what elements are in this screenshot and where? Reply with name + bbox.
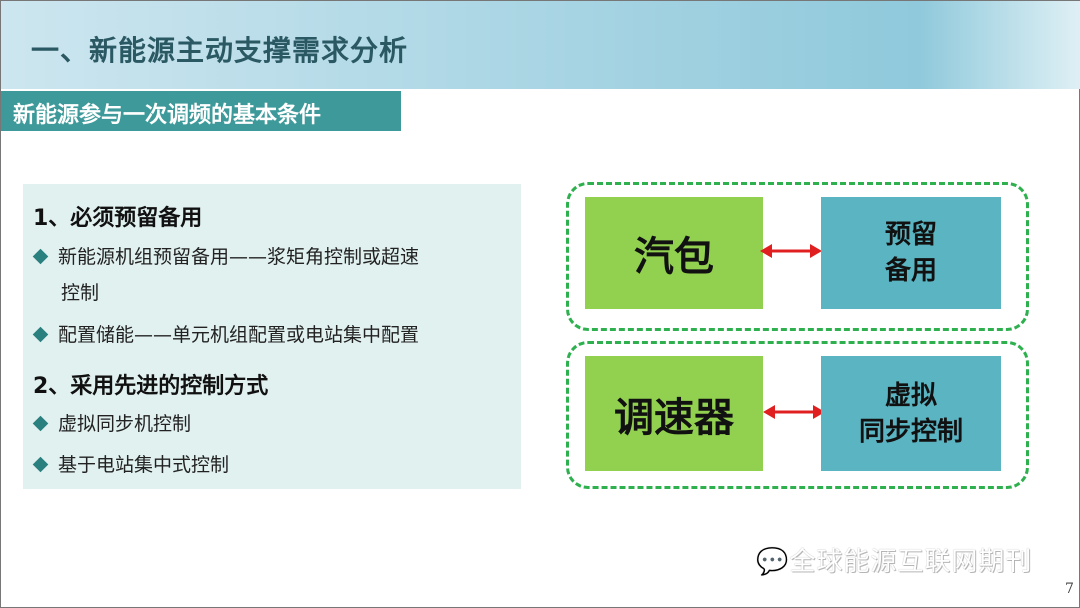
bullet-text: 新能源机组预留备用——浆矩角控制或超速	[58, 246, 420, 268]
bullet-item: 新能源机组预留备用——浆矩角控制或超速控制	[32, 239, 420, 311]
diagram-group-2	[566, 341, 1029, 489]
virtual-sync-box: 虚拟同步控制	[821, 356, 1001, 471]
bullet-item: 配置储能——单元机组配置或电站集中配置	[32, 317, 420, 353]
conditions-panel: 1、必须预留备用 新能源机组预留备用——浆矩角控制或超速控制 配置储能——单元机…	[23, 184, 521, 489]
virtual-sync-line2: 同步控制	[858, 416, 963, 447]
diagram-group-1	[566, 182, 1029, 331]
double-arrow-icon	[760, 244, 822, 258]
watermark-text: 全球能源互联网期刊	[789, 547, 1033, 577]
wechat-icon: 💬	[756, 547, 790, 577]
double-arrow-icon	[763, 405, 825, 419]
diamond-bullet-icon	[32, 248, 49, 265]
governor-box: 调速器	[585, 356, 763, 471]
heading-control: 2、采用先进的控制方式	[33, 374, 269, 399]
bullet-text: 配置储能——单元机组配置或电站集中配置	[58, 324, 420, 346]
bullet-item: 基于电站集中式控制	[32, 447, 230, 483]
reserve-box-line1: 预留	[884, 220, 937, 250]
diamond-bullet-icon	[32, 456, 49, 473]
reserve-box: 预留备用	[821, 197, 1001, 309]
bullet-text: 基于电站集中式控制	[58, 454, 230, 476]
page-number: 7	[1065, 581, 1074, 597]
bullet-item: 虚拟同步机控制	[32, 406, 192, 442]
bullet-text-cont: 控制	[61, 282, 100, 304]
drum-box: 汽包	[585, 197, 763, 309]
page-title: 一、新能源主动支撑需求分析	[31, 34, 409, 67]
section-subtitle: 新能源参与一次调频的基本条件	[1, 91, 401, 131]
reserve-box-line2: 备用	[884, 256, 937, 286]
bullet-text: 虚拟同步机控制	[58, 413, 192, 435]
virtual-sync-line1: 虚拟	[884, 380, 937, 411]
diamond-bullet-icon	[32, 326, 49, 343]
heading-reserve: 1、必须预留备用	[33, 206, 203, 231]
diamond-bullet-icon	[32, 415, 49, 432]
header-band	[1, 1, 1080, 89]
watermark: 💬全球能源互联网期刊	[756, 541, 1032, 578]
